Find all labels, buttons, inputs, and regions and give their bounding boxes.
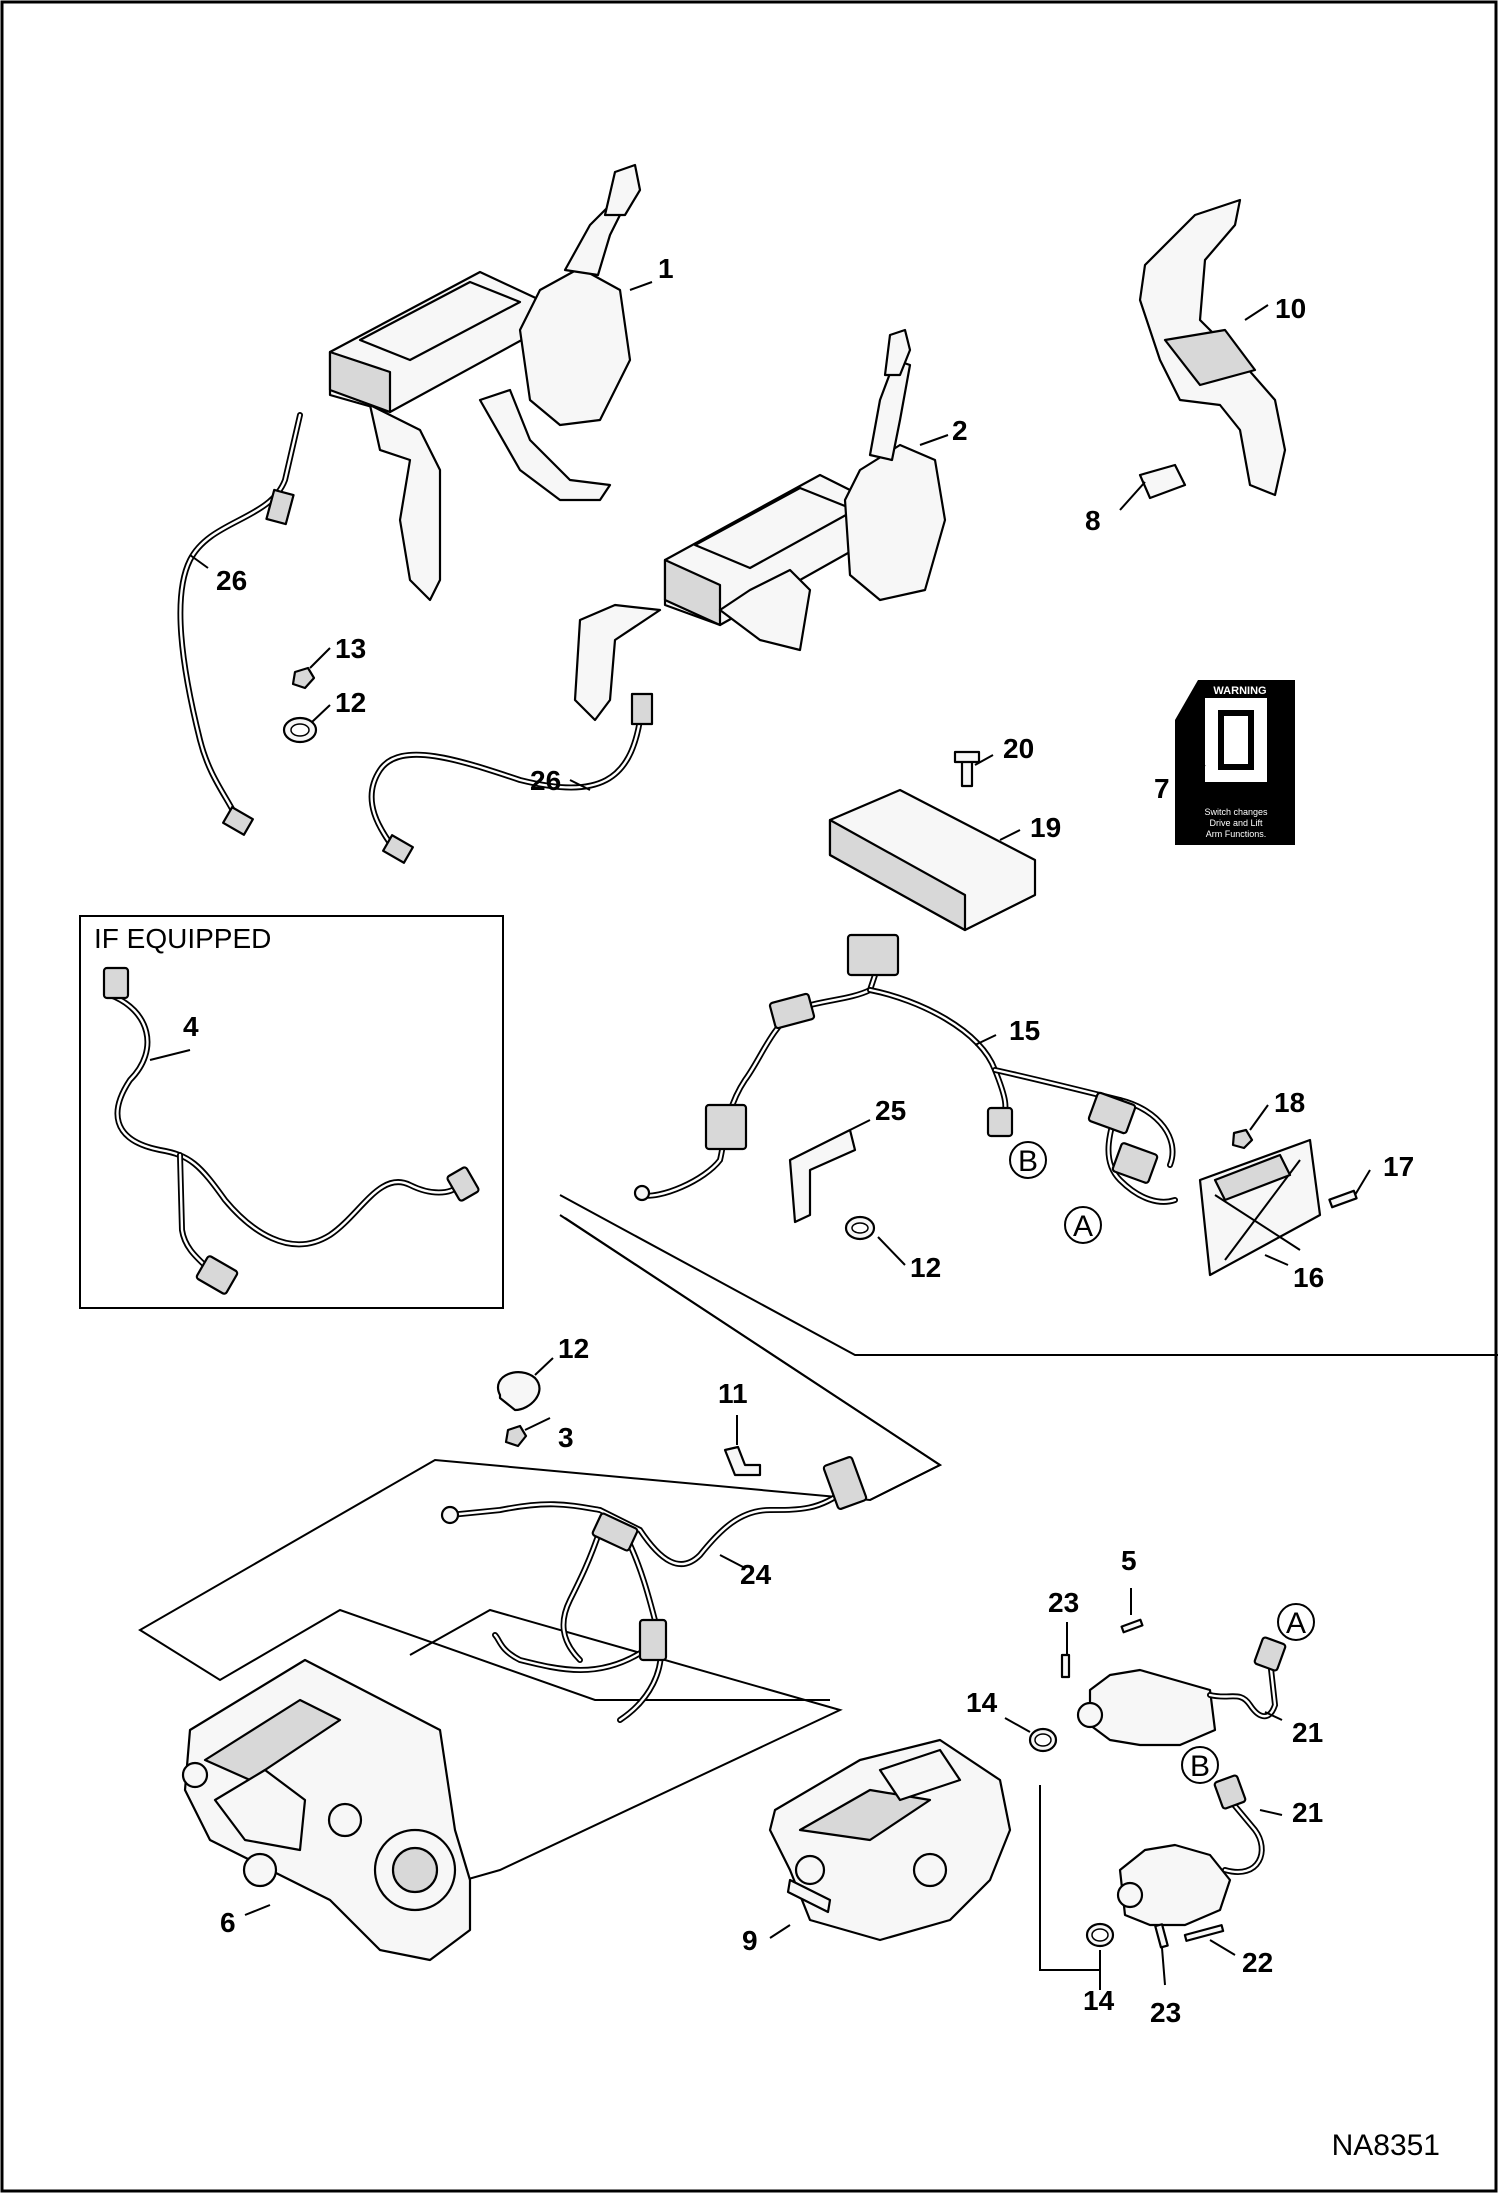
callout-17: 17 xyxy=(1383,1151,1414,1182)
callout-7: 7 xyxy=(1154,773,1170,804)
callout-12-top: 12 xyxy=(335,687,366,718)
optional-harness xyxy=(102,966,480,1295)
callout-11: 11 xyxy=(718,1378,748,1409)
solenoid-valve-b xyxy=(1116,1774,1265,1949)
callout-21-a: 21 xyxy=(1292,1717,1323,1748)
guide-frame-large xyxy=(138,1217,942,1701)
guide-line-2 xyxy=(559,1214,942,1501)
callout-21-b: 21 xyxy=(1292,1797,1323,1828)
decal-line1: Switch changes xyxy=(1204,807,1268,817)
callout-10: 10 xyxy=(1275,293,1306,324)
joystick-harness-left xyxy=(177,412,303,836)
callout-15: 15 xyxy=(1009,1015,1040,1046)
harness-bracket xyxy=(788,1128,876,1241)
callout-14-lower: 14 xyxy=(1083,1985,1115,2016)
callout-13: 13 xyxy=(335,633,366,664)
main-harness xyxy=(633,933,1178,1205)
callout-26-left: 26 xyxy=(216,565,247,596)
left-joystick-assembly xyxy=(328,163,642,602)
callout-20: 20 xyxy=(1003,733,1034,764)
decal-header: WARNING xyxy=(1213,685,1266,697)
callout-8: 8 xyxy=(1085,505,1101,536)
drive-switch-bracket xyxy=(1138,198,1287,500)
callout-23-b: 23 xyxy=(1150,1997,1181,2028)
connection-b-lower: B xyxy=(1190,1750,1210,1783)
callout-4: 4 xyxy=(183,1011,199,1042)
control-valve-assembly xyxy=(768,1738,1012,1942)
solenoid-valve-a xyxy=(1060,1618,1287,1747)
connection-a-lower: A xyxy=(1286,1607,1306,1640)
if-equipped-box xyxy=(79,915,504,1309)
callout-5: 5 xyxy=(1121,1545,1137,1576)
connection-markers: B A A B xyxy=(1009,1141,1315,1784)
callout-22: 22 xyxy=(1242,1947,1273,1978)
nut-and-clamp-top xyxy=(282,666,318,744)
callout-14-upper: 14 xyxy=(966,1687,998,1718)
right-joystick-assembly xyxy=(573,328,947,722)
warning-decal: WARNING Switch changes Drive and Lift Ar… xyxy=(1175,680,1295,845)
connection-b-upper: B xyxy=(1018,1145,1038,1178)
guide-line-1 xyxy=(559,1194,1498,1356)
connection-a-upper: A xyxy=(1073,1210,1093,1243)
callout-26-right: 26 xyxy=(530,765,561,796)
lower-small-hardware xyxy=(496,1371,762,1477)
callout-6: 6 xyxy=(220,1907,236,1938)
callout-18: 18 xyxy=(1274,1087,1305,1118)
callout-19: 19 xyxy=(1030,812,1061,843)
mounting-plate xyxy=(1198,1128,1358,1277)
decal-line2: Drive and Lift xyxy=(1209,818,1263,828)
leader-lines xyxy=(149,281,1371,1990)
pump-harness xyxy=(440,1456,868,1723)
callout-12-mid: 12 xyxy=(910,1252,941,1283)
callout-25: 25 xyxy=(875,1095,906,1126)
drawing-number: NA8351 xyxy=(1332,2129,1440,2162)
hydrostatic-pump xyxy=(181,1658,472,1962)
callout-9: 9 xyxy=(742,1925,758,1956)
callout-2: 2 xyxy=(952,415,968,446)
callout-16: 16 xyxy=(1293,1262,1324,1293)
callout-12-low: 12 xyxy=(558,1333,589,1364)
if-equipped-label: IF EQUIPPED xyxy=(94,923,271,954)
callout-23-a: 23 xyxy=(1048,1587,1079,1618)
callout-24: 24 xyxy=(740,1559,772,1590)
joystick-harness-right xyxy=(368,692,654,864)
decal-line3: Arm Functions. xyxy=(1206,829,1267,839)
callout-3: 3 xyxy=(558,1422,574,1453)
callout-1: 1 xyxy=(658,253,674,284)
guide-line-pump xyxy=(1039,1785,1100,1971)
callout-numbers: 1 2 3 4 5 6 7 8 9 10 11 12 12 12 13 14 1… xyxy=(183,253,1414,2028)
controller-module xyxy=(828,750,1037,932)
